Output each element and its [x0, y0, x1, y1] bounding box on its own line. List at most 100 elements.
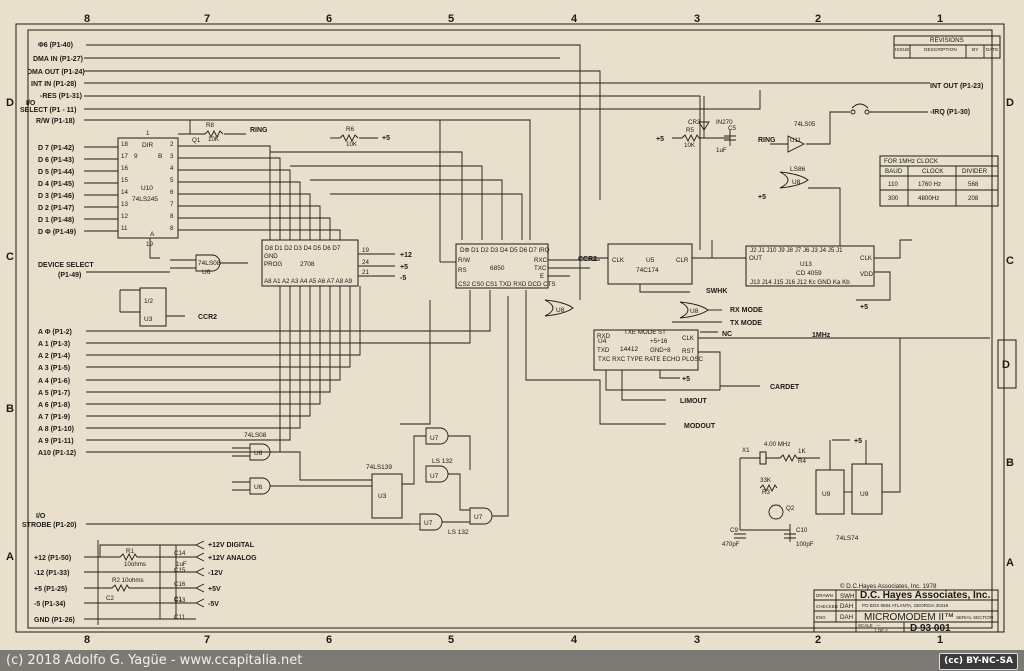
u4-part: 14412 [620, 346, 638, 353]
tx-mode-label: TX MODE [730, 320, 762, 327]
zone-top-7: 7 [204, 13, 210, 25]
u4-div8: GND÷8 [650, 347, 671, 354]
signal-a9: A 9 (P1-11) [38, 438, 74, 445]
u4-bottom-pins: TXC RXC TYPE RATE ECHO PLOSC [598, 356, 704, 363]
u10-pin5: 5 [170, 177, 174, 184]
footer-bar: (c) 2018 Adolfo G. Yagüe - www.ccapitali… [0, 650, 1024, 671]
device-select-logic: 74LS08 U6 1/2 U3 CCR2 [119, 254, 248, 327]
u10-pin18: 18 [121, 141, 128, 148]
u10-body [117, 137, 179, 239]
signal-d2: D 2 (P1-47) [38, 205, 74, 212]
zone-bottom-5: 5 [448, 634, 454, 646]
signal-io-strobe-top: I/O [36, 513, 46, 520]
u13-clk: CLK [860, 255, 873, 262]
oscillator-section: 4.00 MHz X1 R4 1K R3 33K Q2 C9 470pF C10… [722, 338, 901, 548]
baud-row1-clock: 1760 Hz [918, 181, 941, 188]
in270-label: IN270 [716, 119, 733, 126]
chip-6850: 6850 DΦ D1 D2 D3 D4 D5 D6 D7 IRQ R/W RXC… [439, 120, 600, 289]
power-c2: C2 [106, 595, 114, 602]
title-eng-label: ENG [816, 615, 826, 620]
zone-bottom-2: 2 [815, 634, 821, 646]
power-plus5: +5 (P1-25) [34, 586, 67, 593]
signal-a10: A10 (P1-12) [38, 450, 76, 457]
baud-header-baud: BAUD [885, 168, 903, 175]
r5-value: 10K [684, 142, 696, 149]
u4-top-pins: TXE MODE ST [624, 329, 666, 336]
signal-a8: A 8 (P1-10) [38, 426, 74, 433]
zone-left-c: C [6, 251, 14, 263]
zone-bottom-3: 3 [694, 634, 700, 646]
zone-top-6: 6 [326, 13, 332, 25]
u6850-d-pins: DΦ D1 D2 D3 D4 D5 D6 D7 IRQ [460, 247, 550, 254]
u2708-pin21: 21 [362, 269, 369, 276]
u6850-rxc: RXC [534, 257, 548, 264]
left-bus-wires [84, 44, 930, 525]
baud-row2-divider: 208 [968, 195, 979, 202]
r3-label: R3 [762, 489, 770, 496]
zone-bottom-6: 6 [326, 634, 332, 646]
u6850-txc: TXC [534, 265, 547, 272]
power-out-minus12v: -12V [208, 570, 223, 577]
c9-value: 470pF [722, 541, 740, 548]
u3a-ccr2: CCR2 [198, 314, 217, 321]
limout-label: LIMOUT [680, 398, 708, 405]
signal-d4: D 4 (P1-45) [38, 181, 74, 188]
signal-a3: A 3 (P1-5) [38, 365, 70, 372]
u9b-body [851, 463, 883, 515]
u10-pin13: 13 [121, 201, 128, 208]
u5-body [607, 243, 693, 285]
r3-value: 33K [760, 477, 772, 484]
baud-header-clock: CLOCK [922, 168, 944, 175]
q2-label: Q2 [786, 505, 795, 512]
cc-license-badge[interactable]: (cc) BY-NC-SA [939, 653, 1018, 670]
u6850-e: E [540, 273, 544, 280]
u8-ls86: LS86 [790, 166, 806, 173]
u9-plus5: +5 [854, 438, 862, 445]
r6-label: R6 [346, 126, 354, 133]
u10-pin2: 2 [170, 141, 174, 148]
cardet-label: CARDET [770, 384, 800, 391]
signal-a0: A Φ (P1-2) [38, 329, 72, 336]
zone-bottom-7: 7 [204, 634, 210, 646]
u2708-plus12: +12 [400, 252, 412, 259]
u8-gates: U8 U8 RX MODE TX MODE NC U8 LS86 [544, 166, 809, 338]
u3a-half: 1/2 [144, 298, 153, 305]
u8-gate1: U8 [556, 307, 565, 314]
revisions-header-issue: ISSUE [895, 47, 909, 53]
c5-value: 1uF [716, 147, 727, 154]
x1-label: X1 [742, 447, 750, 454]
schematic-drawing: 8 7 6 5 4 3 2 1 8 7 6 5 4 3 2 1 D C B A … [6, 13, 1017, 646]
power-out-12v-digital: +12V DIGITAL [208, 542, 255, 549]
u3b-name: U3 [378, 493, 387, 500]
zone-right-a: A [1006, 557, 1014, 569]
ring-in-label: RING [758, 137, 776, 144]
address-decode-logic: 74LS08 U6 U6 74LS139 U3 U7 U7 LS 132 U7 … [232, 296, 509, 536]
u3a-name: U3 [144, 316, 153, 323]
power-cap-value: 1uF [176, 561, 187, 568]
zone-top-2: 2 [815, 13, 821, 25]
signal-a4: A 4 (P1-6) [38, 378, 70, 385]
nc-label: NC [722, 331, 732, 338]
u7b-name: U7 [430, 473, 439, 480]
r8-label: R8 [206, 122, 214, 129]
u7b-ls132: LS 132 [432, 458, 453, 465]
r6-plus5: +5 [382, 135, 390, 142]
u13-vdd: VDD [860, 271, 874, 278]
r5-label: R5 [686, 127, 694, 134]
zone-bottom-1: 1 [937, 634, 943, 646]
u13-name: U13 [800, 261, 812, 268]
u10-pin6: 6 [170, 189, 174, 196]
u5-name: U5 [646, 257, 655, 264]
revisions-title: REVISIONS [930, 37, 964, 44]
u13-part: CD 4059 [796, 270, 822, 277]
power-c16: C16 [174, 581, 186, 588]
title-drawn: SWH [840, 593, 854, 600]
u2708-gnd: GND [264, 253, 278, 260]
zone-top-8: 8 [84, 13, 90, 25]
signal-dma-in: DMA IN (P1-27) [33, 56, 83, 63]
title-block: © D.C.Hayes Associates, Inc. 1978 DRAWN … [813, 583, 999, 634]
signal-a7: A 7 (P1-9) [38, 414, 70, 421]
u10-pin16: 16 [121, 165, 128, 172]
u4-body [593, 329, 699, 371]
u5-part: 74C174 [636, 267, 659, 274]
